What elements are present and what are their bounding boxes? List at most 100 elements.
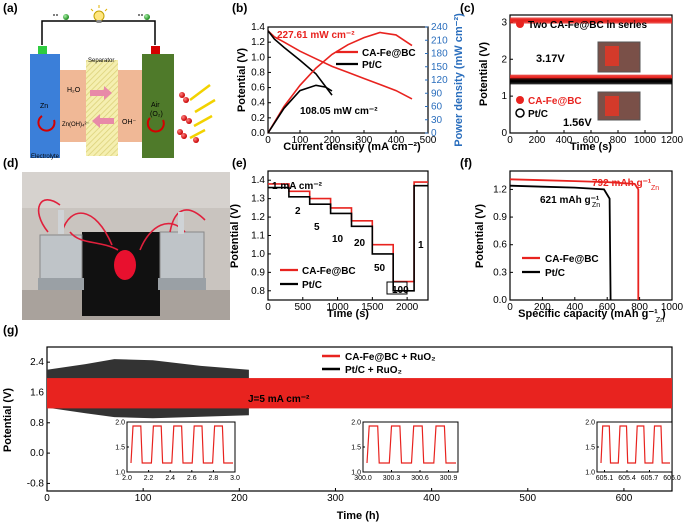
anode-label: Zn (40, 103, 48, 110)
annotation-capacity-pt: 621 mAh g⁻¹ (540, 195, 600, 206)
series-polarization-0 (267, 30, 413, 100)
y-tick-label: 1.4 (251, 22, 265, 33)
x-tick-label: 500 (420, 135, 437, 146)
light-rays-icon (189, 84, 216, 140)
multimeter-body (605, 46, 619, 66)
x-tick-label: 1000 (634, 135, 657, 146)
y-tick-label: 0.4 (251, 98, 265, 109)
x-axis-label: Current density (mA cm⁻²) (283, 141, 421, 153)
y-tick-label: 1.6 (30, 387, 44, 398)
annotation-peak-pt: 108.05 mW cm⁻² (300, 106, 378, 117)
cathode-air (142, 54, 174, 158)
panel-label-f: (f) (460, 156, 472, 170)
y-tick-label: 0.9 (251, 267, 265, 278)
redox-arrow-icon (146, 117, 165, 133)
x-tick-label: 0 (507, 135, 513, 146)
wires (37, 199, 206, 251)
external-circuit-wire (41, 20, 156, 45)
series-pt (509, 184, 612, 301)
separator (86, 60, 118, 156)
legend-label-pt: Pt/C (528, 109, 548, 120)
annotation-current-4: 20 (354, 238, 366, 249)
inset-x-tick-label: 300.0 (354, 475, 372, 482)
legend-label-ca: CA-Fe@BC (545, 254, 599, 265)
x-tick-label: 1200 (661, 135, 684, 146)
y-tick-label: 1.2 (251, 37, 265, 48)
inset-frame-0 (126, 421, 236, 473)
plot-frame (46, 346, 673, 492)
x-tick-label: 800 (631, 302, 648, 313)
x-tick-label: 300 (356, 135, 373, 146)
y-tick-label: 0.8 (30, 418, 44, 429)
x-tick-label: 200 (324, 135, 341, 146)
inset-cycle-trace-2 (600, 425, 670, 464)
inset-x-tick-label: 300.9 (440, 475, 458, 482)
y2-tick-label: 60 (431, 102, 443, 113)
inset-cycle-trace-0 (130, 425, 233, 464)
anode-terminal (38, 46, 47, 54)
electron-icon (63, 14, 69, 20)
x-axis-label: Time (s) (327, 308, 369, 320)
series-band-ca (47, 378, 672, 409)
panel-label-b: (b) (232, 1, 247, 15)
legend-marker-ca (516, 96, 524, 104)
arrow-icon (92, 114, 114, 128)
annotation-current-1: 2 (295, 206, 301, 217)
anode-zn (30, 54, 60, 158)
legend-label-ca: CA-Fe@BC (362, 48, 416, 59)
panel-label-g: (g) (3, 323, 18, 337)
air-label: Air (151, 102, 160, 109)
x-tick-label: 2000 (396, 302, 419, 313)
inset-y-tick-label: 2.0 (351, 420, 361, 427)
x-tick-label: 300 (327, 493, 344, 504)
legend-label-pt: Pt/C (362, 60, 382, 71)
inset-x-tick-label: 3.0 (230, 475, 240, 482)
electron-icon (144, 14, 150, 20)
x-tick-label: 600 (583, 135, 600, 146)
x-axis-label: Time (h) (337, 510, 380, 522)
series-power-2 (267, 31, 413, 134)
y-tick-label: 2 (501, 54, 507, 65)
legend-label-series: Two CA-Fe@BC in series (528, 20, 647, 31)
zincate-label: Zn(OH)₄²⁻ (62, 122, 90, 128)
battery-cell-left (39, 234, 83, 282)
annotation-current-5: 50 (374, 263, 386, 274)
x-tick-label: 200 (534, 302, 551, 313)
y2-axis-label: Power density (mW cm⁻²) (453, 13, 465, 147)
x-axis-label: Time (s) (570, 141, 612, 153)
x-tick-label: 1000 (661, 302, 684, 313)
panel-label-c: (c) (460, 1, 475, 15)
x-axis-label: Specific capacity (mAh g⁻¹ (518, 308, 658, 320)
inset-x-tick-label: 2.6 (187, 475, 197, 482)
y-tick-label: 0.0 (30, 448, 44, 459)
y-tick-label: 0.6 (493, 240, 507, 251)
annotation-current-2: 5 (314, 222, 320, 233)
inset-x-tick-label: 2.2 (144, 475, 154, 482)
x-axis-label-close: ) (662, 308, 666, 320)
legend-marker-pt (515, 108, 525, 118)
annotation-current-0: 1 mA cm⁻² (272, 181, 323, 192)
y-axis-label: Potential (V) (229, 204, 241, 269)
bulb-icon (90, 5, 108, 23)
x-tick-label: 0 (44, 493, 50, 504)
inset-y-tick-label: 1.5 (351, 445, 361, 452)
y-tick-label: -0.8 (27, 478, 45, 489)
inset-x-tick-label: 300.6 (411, 475, 429, 482)
separator-label: Separator (88, 58, 114, 64)
x-axis-label-subscript: Zn (656, 317, 664, 324)
y2-tick-label: 240 (431, 22, 448, 33)
device-photo (22, 172, 230, 320)
annotation-current-3: 10 (332, 234, 344, 245)
annotation-current-6: 100 (392, 285, 409, 296)
annotation-current-density: J=5 mA cm⁻² (248, 394, 310, 405)
inset-x-tick-label: 2.0 (122, 475, 132, 482)
electrolyte-right (118, 70, 142, 142)
x-tick-label: 500 (519, 493, 536, 504)
annotation-subscript: Zn (651, 185, 659, 192)
y-tick-label: 0.0 (251, 128, 265, 139)
led-bulb-icon (114, 250, 136, 280)
inset-cycle-trace-1 (366, 425, 456, 464)
series-polarization-1 (267, 30, 333, 96)
